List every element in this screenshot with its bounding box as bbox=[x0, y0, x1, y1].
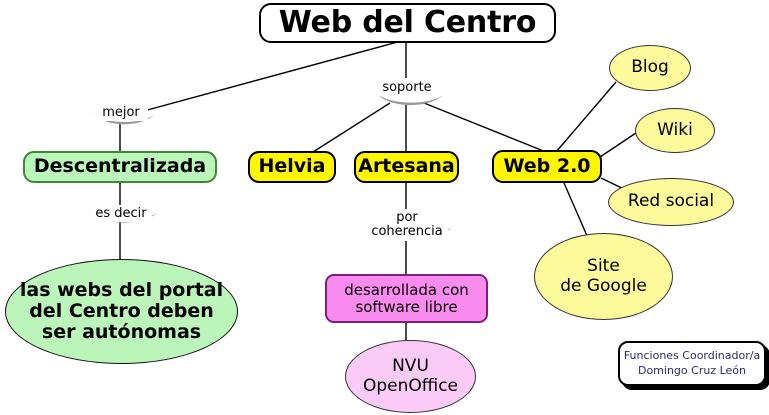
node-helvia[interactable]: Helvia bbox=[248, 151, 336, 183]
node-site-de-google[interactable]: Site de Google bbox=[534, 233, 673, 320]
legend-line-1: Funciones Coordinador/a bbox=[623, 348, 761, 362]
link-label-mejor: mejor bbox=[94, 104, 148, 121]
node-artesana[interactable]: Artesana bbox=[354, 151, 459, 183]
legend-line-2: Domingo Cruz León bbox=[637, 363, 746, 377]
edge-soporte-helvia bbox=[312, 102, 391, 153]
edge-web20-wiki bbox=[599, 132, 637, 158]
edge-soporte-web20 bbox=[423, 102, 547, 153]
node-descentralizada[interactable]: Descentralizada bbox=[23, 151, 217, 183]
edge-web20-sitegoogle bbox=[563, 182, 589, 239]
node-autonomas[interactable]: las webs del portal del Centro deben ser… bbox=[5, 259, 238, 364]
edge-web20-blog bbox=[555, 81, 617, 153]
edge-root-mejor bbox=[139, 39, 406, 113]
node-blog[interactable]: Blog bbox=[609, 45, 691, 91]
link-label-es-decir: es decir bbox=[90, 205, 152, 222]
node-nvu-openoffice[interactable]: NVU OpenOffice bbox=[345, 340, 476, 413]
node-web20[interactable]: Web 2.0 bbox=[492, 150, 602, 183]
legend-box[interactable]: Funciones Coordinador/a Domingo Cruz Leó… bbox=[618, 341, 766, 386]
node-root[interactable]: Web del Centro bbox=[259, 3, 556, 43]
node-software-libre[interactable]: desarrollada con software libre bbox=[325, 274, 488, 323]
link-label-soporte: soporte bbox=[377, 79, 437, 96]
link-label-por-coherencia: por coherencia bbox=[366, 209, 448, 241]
node-wiki[interactable]: Wiki bbox=[635, 108, 715, 153]
node-red-social[interactable]: Red social bbox=[608, 178, 734, 226]
